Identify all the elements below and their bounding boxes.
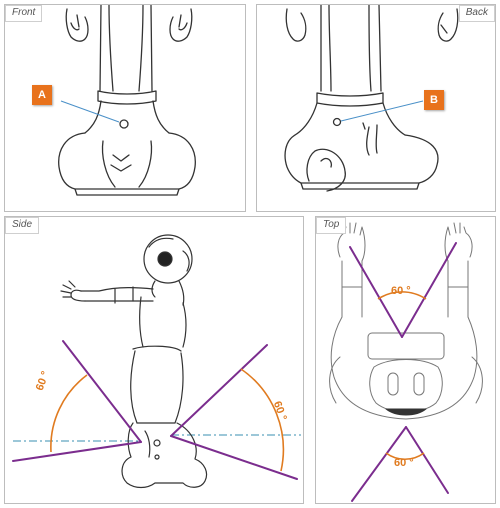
sensor-a-marker [119,119,129,129]
back-panel: Back B [256,4,496,212]
top-left-hand [337,222,366,262]
side-panel-title: Side [5,217,40,234]
side-torso-front [139,296,144,348]
hip-band [97,90,157,105]
top-head [369,359,443,413]
top-robot-drawing [329,222,483,502]
callout-a-leader [60,100,120,123]
top-body-outline [330,316,478,420]
side-leg-front [130,350,138,424]
front-panel: Front A [4,4,246,212]
callout-a: A [32,85,52,105]
side-head [143,234,193,284]
sensor-b-marker [332,117,342,127]
back-panel-title: Back [458,5,495,22]
side-right-angle-arc [240,368,285,472]
top-lower-angle-label: 60 ° [394,457,414,469]
back-robot-drawing [284,5,459,192]
back-hip-band [316,92,384,107]
back-base [284,134,439,184]
right-hand [169,8,193,42]
back-right-hand [437,8,459,42]
top-lower-ray-right [405,426,449,494]
top-right-hand [444,222,473,262]
top-tablet [367,332,445,360]
top-right-arm [447,260,469,318]
back-left-hand [285,8,307,42]
back-left-wheel [306,148,346,192]
top-upper-angle-label: 60 ° [391,285,411,297]
top-upper-ray-right [401,242,457,338]
side-left-ray-upper [62,340,142,443]
front-panel-title: Front [5,5,43,22]
top-left-arm [341,260,363,318]
left-hand [65,8,89,42]
callout-b-leader [340,100,424,122]
top-panel: Top 60 ° 60 ° [315,216,496,504]
callout-b: B [424,90,444,110]
top-lower-ray-left [351,426,407,502]
side-base [121,422,208,489]
top-panel-title: Top [316,217,347,234]
side-robot-drawing [12,234,301,489]
side-left-angle-arc [50,374,88,453]
side-panel: Side 60 ° 60 ° [4,216,304,504]
side-right-ray-lower [170,435,298,480]
top-lower-angle-arc [385,452,425,460]
top-upper-angle-arc [377,291,427,300]
robot-base [58,132,196,190]
top-upper-ray-left [349,246,403,338]
side-arm [80,287,154,292]
side-right-ray-upper [170,344,268,437]
side-left-ray-lower [12,441,142,462]
front-robot-drawing [58,5,196,196]
